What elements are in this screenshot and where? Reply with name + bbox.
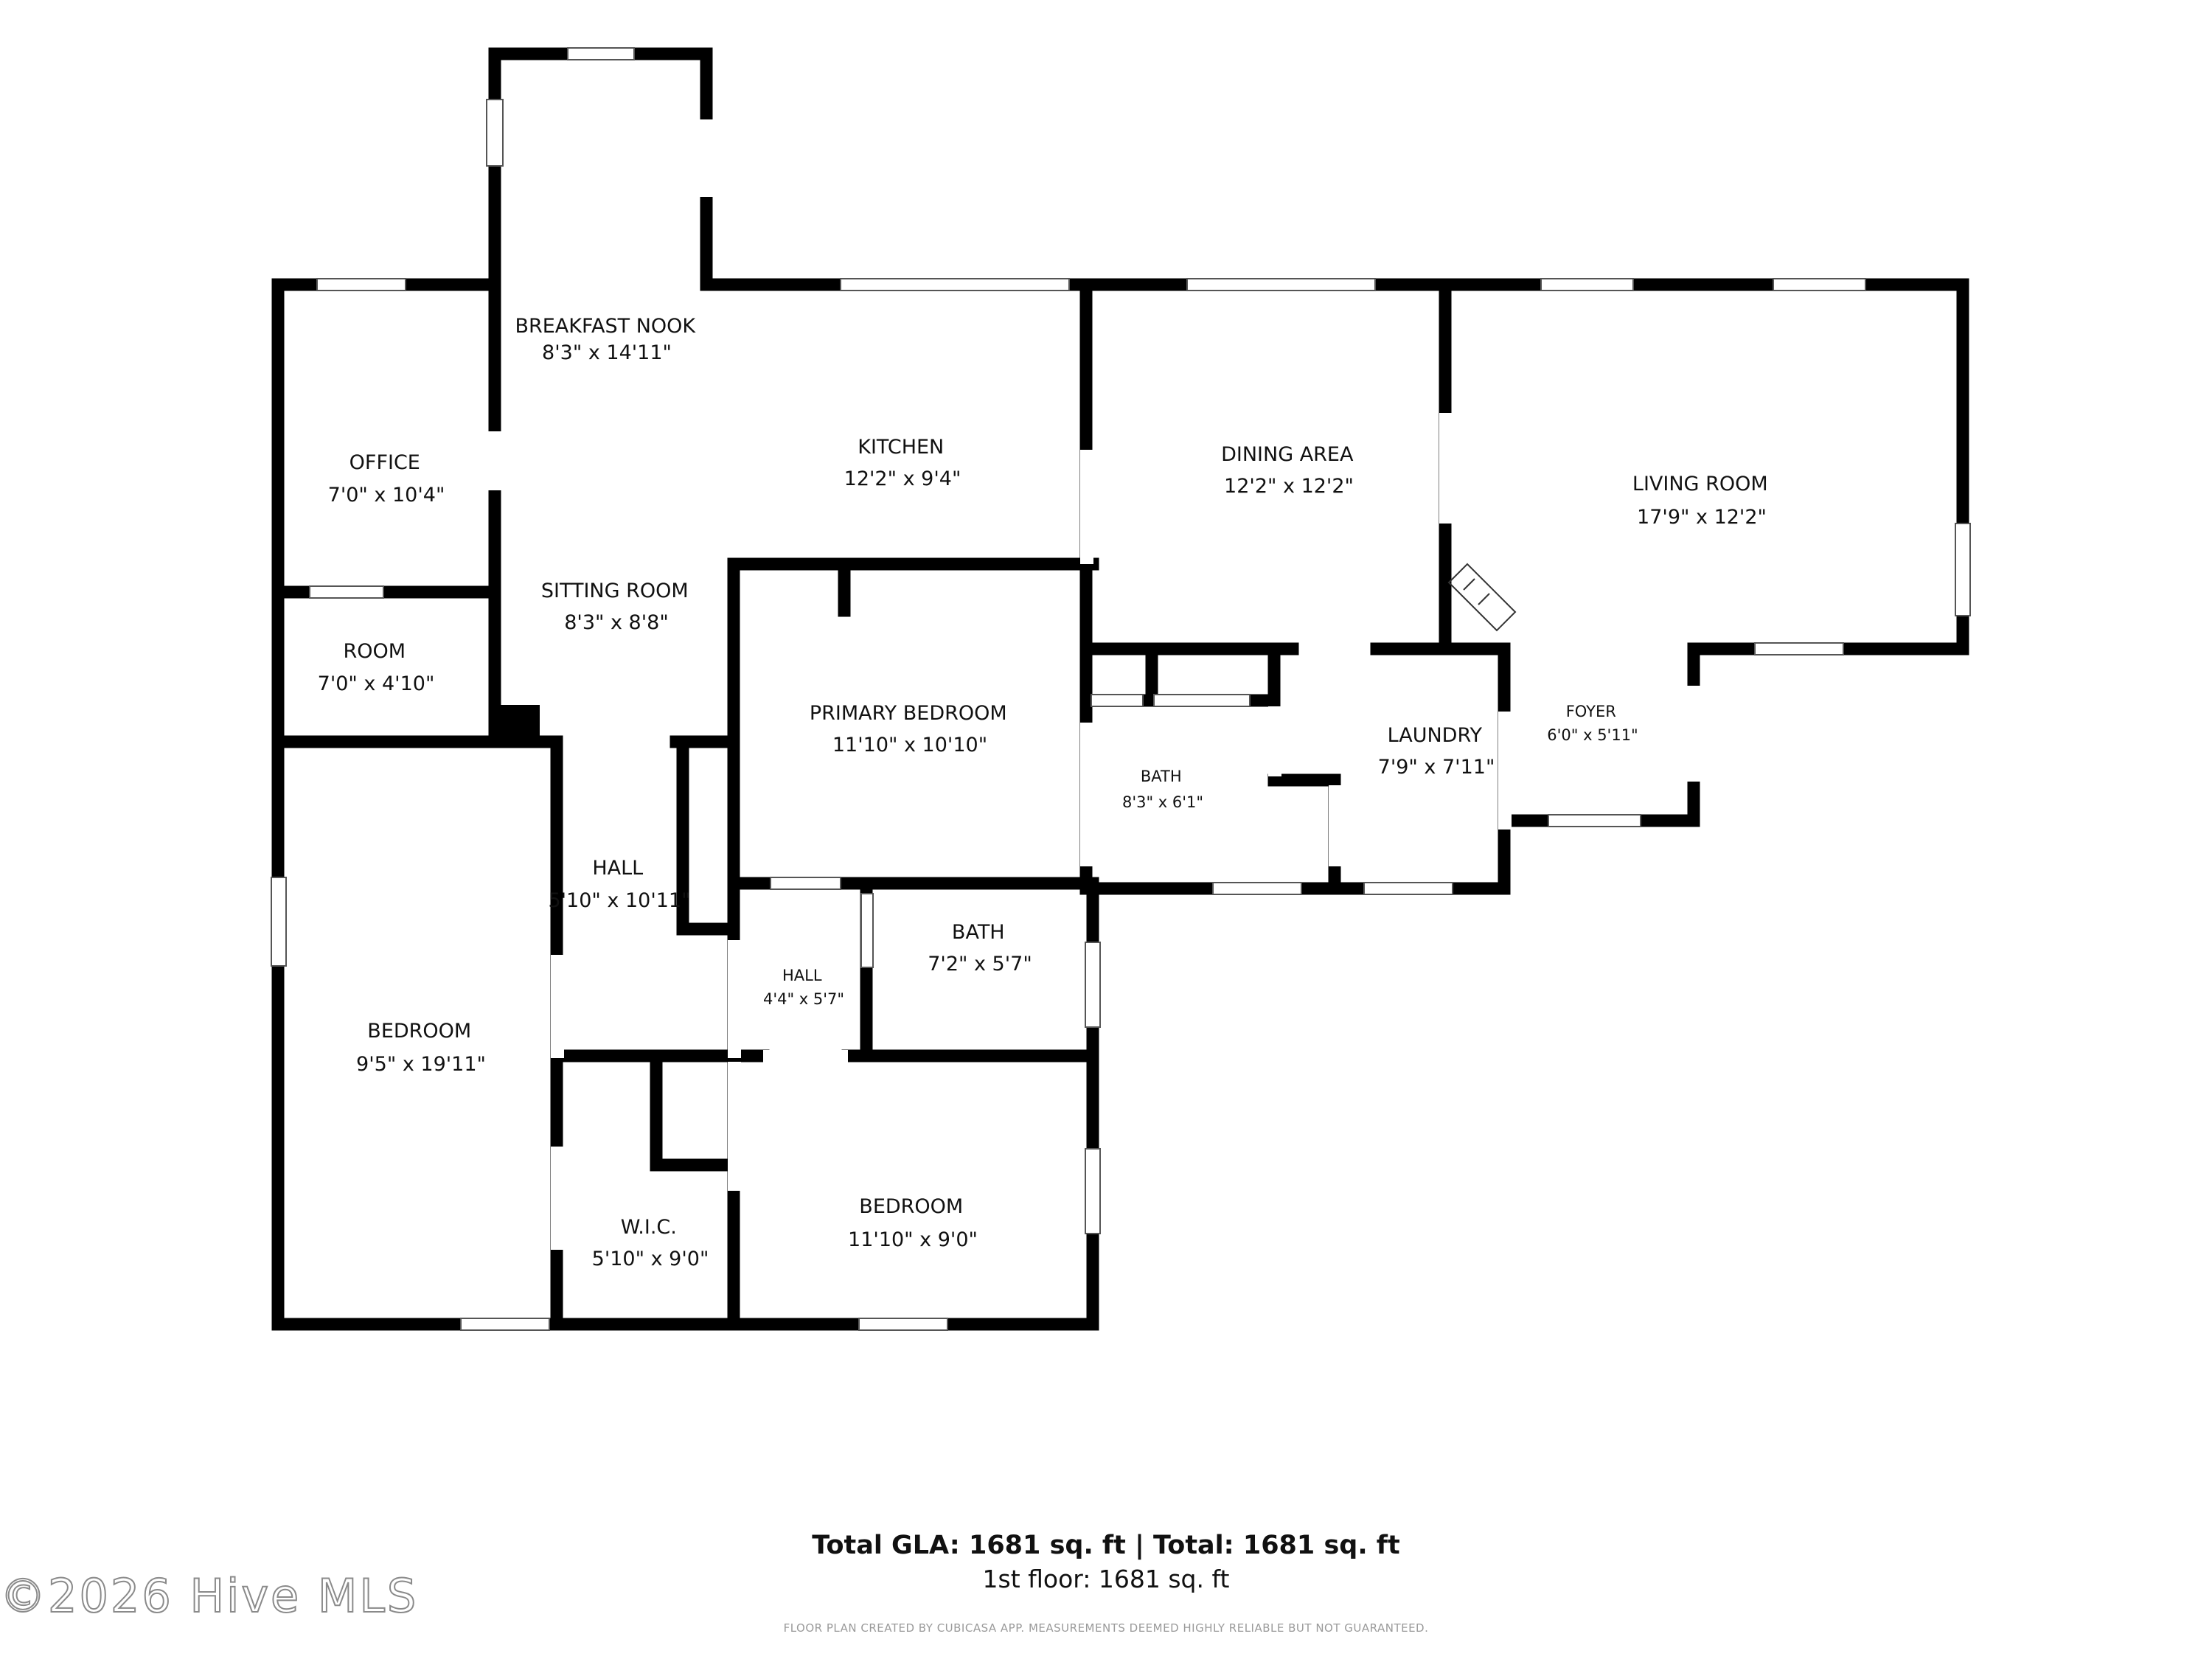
walls bbox=[271, 47, 1969, 1331]
room-label-dining-area: DINING AREA 12'2" x 12'2" bbox=[1221, 443, 1357, 498]
room-label-sitting-room: SITTING ROOM 8'3" x 8'8" bbox=[541, 580, 692, 634]
room-label-office: OFFICE 7'0" x 10'4" bbox=[328, 451, 445, 507]
room-label-foyer: FOYER 6'0" x 5'11" bbox=[1547, 703, 1638, 744]
room-label-bedroom-right: BEDROOM 11'10" x 9'0" bbox=[848, 1195, 978, 1251]
room-label-hall-small: HALL 4'4" x 5'7" bbox=[763, 967, 844, 1008]
room-label-primary-bedroom: PRIMARY BEDROOM 11'10" x 10'10" bbox=[810, 702, 1010, 757]
room-label-living-room: LIVING ROOM 17'9" x 12'2" bbox=[1632, 473, 1771, 529]
room-labels: BREAKFAST NOOK 8'3" x 14'11" OFFICE 7'0"… bbox=[318, 315, 1771, 1270]
column-block bbox=[490, 705, 540, 742]
room-label-bath-primary: BATH 8'3" x 6'1" bbox=[1122, 768, 1203, 811]
room-label-bath-hall: BATH 7'2" x 5'7" bbox=[928, 921, 1032, 975]
room-label-hall-main: HALL 5'10" x 10'11" bbox=[548, 857, 690, 912]
windows bbox=[271, 47, 1971, 1331]
summary-total-gla: Total GLA: 1681 sq. ft | Total: 1681 sq.… bbox=[812, 1531, 1400, 1560]
room-label-breakfast-nook: BREAKFAST NOOK 8'3" x 14'11" bbox=[515, 315, 698, 364]
room-label-bedroom-left: BEDROOM 9'5" x 19'11" bbox=[356, 1020, 486, 1076]
room-label-laundry: LAUNDRY 7'9" x 7'11" bbox=[1378, 724, 1495, 779]
disclaimer-text: FLOOR PLAN CREATED BY CUBICASA APP. MEAS… bbox=[783, 1621, 1429, 1635]
door-gaps bbox=[488, 413, 1512, 1250]
room-label-room: ROOM 7'0" x 4'10" bbox=[318, 640, 435, 695]
room-label-wic: W.I.C. 5'10" x 9'0" bbox=[592, 1216, 709, 1270]
room-label-kitchen: KITCHEN 12'2" x 9'4" bbox=[844, 436, 961, 490]
watermark: ©2026 Hive MLS bbox=[0, 1568, 419, 1624]
summary-floor-area: 1st floor: 1681 sq. ft bbox=[982, 1565, 1230, 1593]
fireplace-icon bbox=[1447, 563, 1517, 632]
